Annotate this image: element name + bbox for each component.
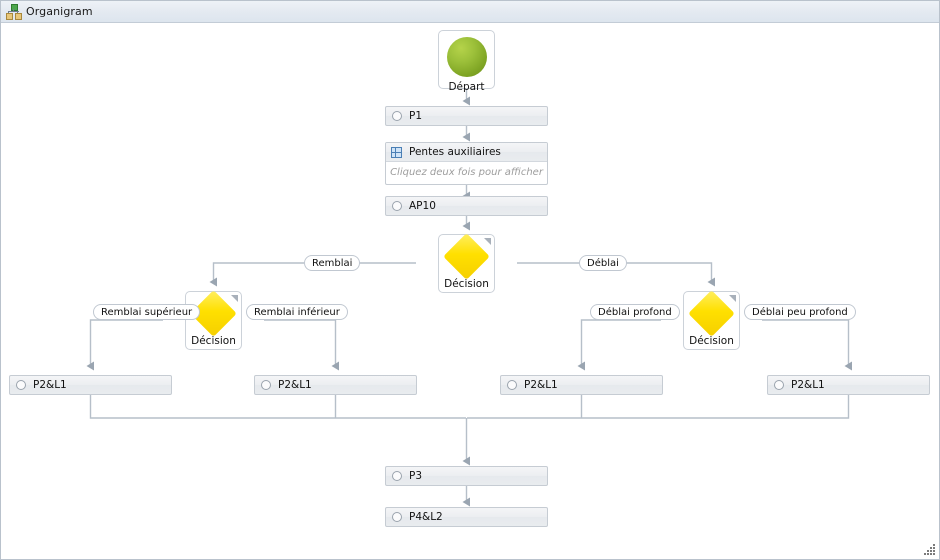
node-label: P1 (409, 110, 423, 122)
edge-dec3-n3 (577, 319, 661, 371)
edge-label-remblai[interactable]: Remblai (304, 255, 361, 271)
circle-outline-icon (392, 111, 402, 121)
circle-outline-icon (392, 512, 402, 522)
circle-outline-icon (392, 471, 402, 481)
node-label: P2&L1 (791, 379, 825, 391)
collapse-corner-icon[interactable] (729, 295, 736, 302)
node-ap10[interactable]: AP10 (385, 196, 548, 216)
node-p1[interactable]: P1 (385, 106, 548, 126)
org-chart-icon (5, 3, 22, 20)
circle-outline-icon (507, 380, 517, 390)
node-label: Décision (444, 278, 489, 290)
circle-outline-icon (392, 201, 402, 211)
node-decision-remblai[interactable]: Décision (185, 290, 242, 350)
node-start[interactable]: Départ (438, 30, 495, 93)
collapse-corner-icon[interactable] (231, 295, 238, 302)
node-p2l1-4[interactable]: P2&L1 (767, 375, 930, 395)
resize-grip[interactable] (924, 544, 936, 556)
edge-dec3-n4 (762, 319, 852, 371)
node-label: P2&L1 (524, 379, 558, 391)
collapse-corner-icon[interactable] (484, 238, 491, 245)
node-label: AP10 (409, 200, 436, 212)
edge-label-remblai-inferieur[interactable]: Remblai inférieur (246, 304, 348, 320)
edge-label-remblai-superieur[interactable]: Remblai supérieur (93, 304, 201, 320)
start-circle-icon (446, 37, 487, 77)
window-title: Organigram (26, 5, 93, 18)
node-decision-main[interactable]: Décision (438, 233, 495, 293)
subprocess-icon (391, 146, 402, 158)
node-p2l1-3[interactable]: P2&L1 (500, 375, 663, 395)
edge-n1-merge (89, 395, 466, 419)
node-p2l1-1[interactable]: P2&L1 (9, 375, 172, 395)
node-label: Départ (448, 81, 485, 93)
node-label: Décision (689, 335, 734, 347)
node-p3[interactable]: P3 (385, 466, 548, 486)
edge-dec2-n2 (264, 319, 339, 371)
node-label: P2&L1 (278, 379, 312, 391)
node-label: P3 (409, 470, 423, 482)
subprocess-header[interactable]: Pentes auxiliaires (386, 143, 547, 162)
node-label: P2&L1 (33, 379, 67, 391)
edge-label-deblai-profond[interactable]: Déblai profond (590, 304, 680, 320)
node-label: P4&L2 (409, 511, 443, 523)
circle-outline-icon (261, 380, 271, 390)
diagram-canvas[interactable]: Départ P1 Pentes auxiliaires Cliquez deu… (1, 23, 939, 559)
edge-n4-merge (467, 395, 850, 419)
node-p4l2[interactable]: P4&L2 (385, 507, 548, 527)
subprocess-body[interactable]: Cliquez deux fois pour afficher (386, 162, 547, 183)
node-decision-deblai[interactable]: Décision (683, 290, 740, 350)
subprocess-hint: Cliquez deux fois pour afficher (390, 167, 543, 178)
node-p2l1-2[interactable]: P2&L1 (254, 375, 417, 395)
node-label: Décision (191, 335, 236, 347)
diamond-icon (688, 290, 735, 337)
edge-label-deblai-peu-profond[interactable]: Déblai peu profond (744, 304, 856, 320)
node-subprocess-pentes-auxiliaires[interactable]: Pentes auxiliaires Cliquez deux fois pou… (385, 142, 548, 185)
circle-outline-icon (774, 380, 784, 390)
window-titlebar: Organigram (1, 1, 939, 23)
edge-label-deblai[interactable]: Déblai (579, 255, 627, 271)
node-label: Pentes auxiliaires (409, 146, 501, 158)
edge-dec2-n1 (86, 319, 163, 371)
diamond-icon (443, 233, 490, 280)
circle-outline-icon (16, 380, 26, 390)
